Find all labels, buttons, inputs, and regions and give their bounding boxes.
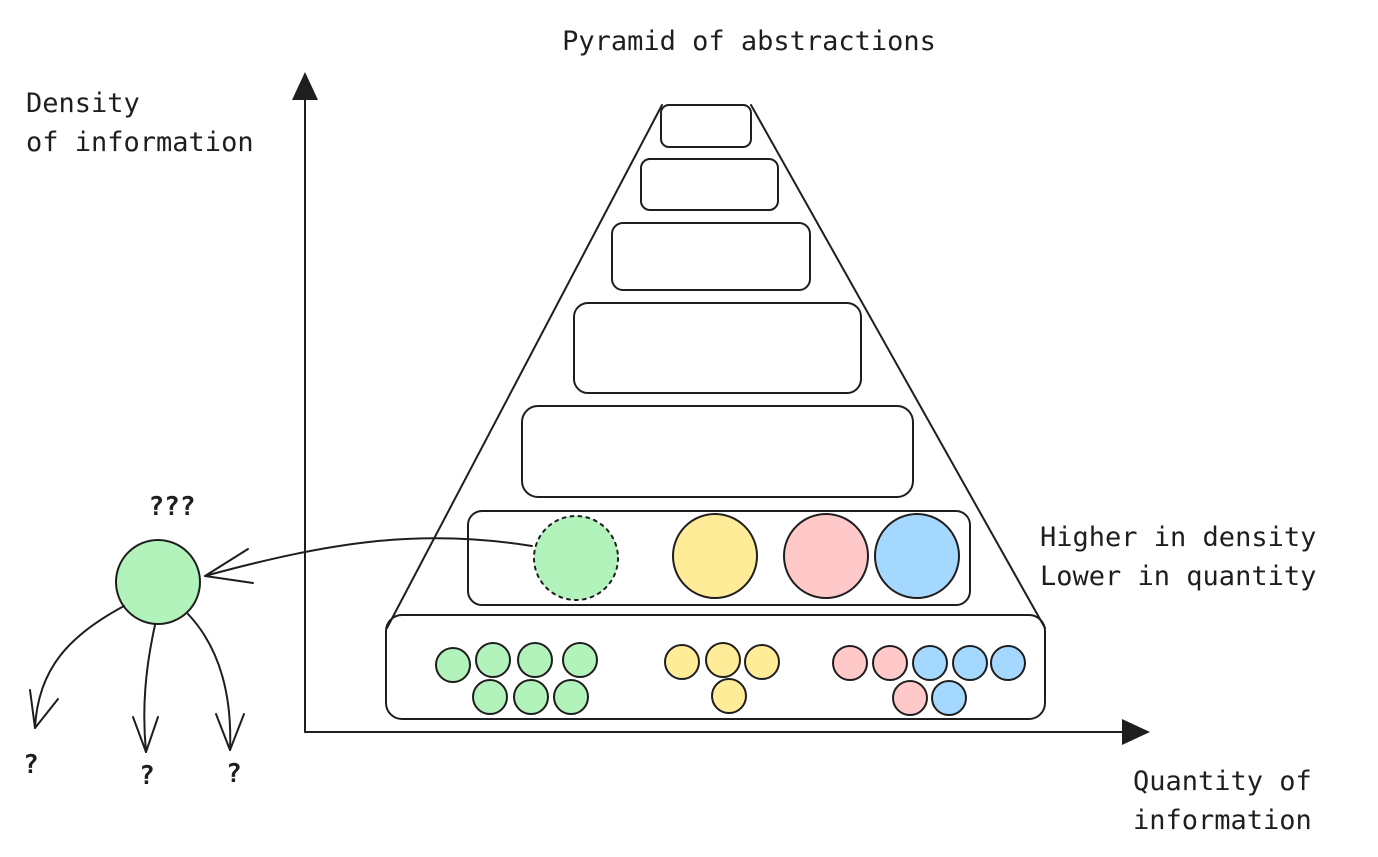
- question-mark-left: ?: [23, 750, 39, 780]
- blue-abstraction-circle: [874, 513, 960, 599]
- yellow-abstraction-circle: [672, 513, 758, 599]
- question-mark-middle: ?: [139, 761, 155, 791]
- question-mark-right: ?: [226, 759, 242, 789]
- pyramid-level-5: [521, 405, 914, 498]
- side-note-line1: Higher in density: [1040, 522, 1316, 553]
- pink-abstraction-circle: [783, 513, 869, 599]
- branch-arrow-middle: [132, 624, 159, 753]
- pyramid-level-3: [611, 222, 811, 291]
- y-axis-arrowhead: [292, 72, 318, 100]
- x-axis-label-line1: Quantity of: [1133, 766, 1312, 797]
- diagram-title: Pyramid of abstractions: [562, 26, 936, 57]
- unknown-label: ???: [149, 492, 196, 522]
- pyramid-level-1: [660, 104, 752, 148]
- y-axis-label-line2: of information: [26, 127, 254, 158]
- branch-arrow-right: [187, 613, 245, 751]
- x-axis-arrowhead: [1122, 719, 1150, 745]
- pyramid-right-edge: [750, 104, 1046, 629]
- isolated-green-node: [115, 539, 201, 625]
- green-abstraction-circle-dashed: [533, 515, 619, 601]
- x-axis: [304, 719, 1150, 745]
- pyramid-level-4: [573, 302, 862, 394]
- yellow-detail-cluster: [664, 642, 780, 714]
- y-axis-label-line1: Density: [26, 88, 140, 119]
- branch-arrow-left: [29, 605, 125, 729]
- extraction-arrow: [204, 537, 533, 584]
- pyramid-level-2: [640, 158, 779, 211]
- pyramid-left-edge: [386, 104, 663, 629]
- x-axis-label-line2: information: [1133, 805, 1312, 836]
- pink-blue-detail-cluster: [832, 645, 1026, 716]
- y-axis: [292, 72, 318, 733]
- pyramid-level-6-highlighted: [467, 510, 971, 606]
- green-detail-cluster: [435, 642, 598, 715]
- side-note-line2: Lower in quantity: [1040, 561, 1316, 592]
- pyramid-level-7-base: [385, 614, 1046, 720]
